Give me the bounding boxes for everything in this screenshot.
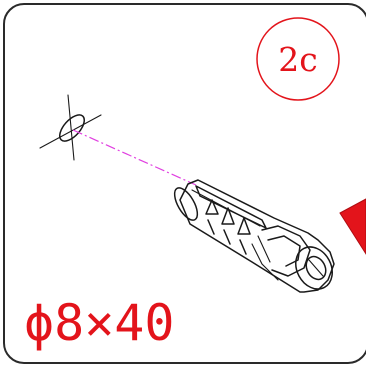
step-label: 2c <box>278 40 317 79</box>
hole-crosshair-icon <box>39 94 102 161</box>
step-badge-circle <box>256 17 340 101</box>
red-arrow-icon <box>339 198 366 255</box>
step-badge: 2c <box>256 17 340 101</box>
dimension-label: ϕ8×40 <box>24 294 175 352</box>
wall-plug-icon <box>173 179 335 293</box>
alignment-guide-line <box>72 129 197 186</box>
